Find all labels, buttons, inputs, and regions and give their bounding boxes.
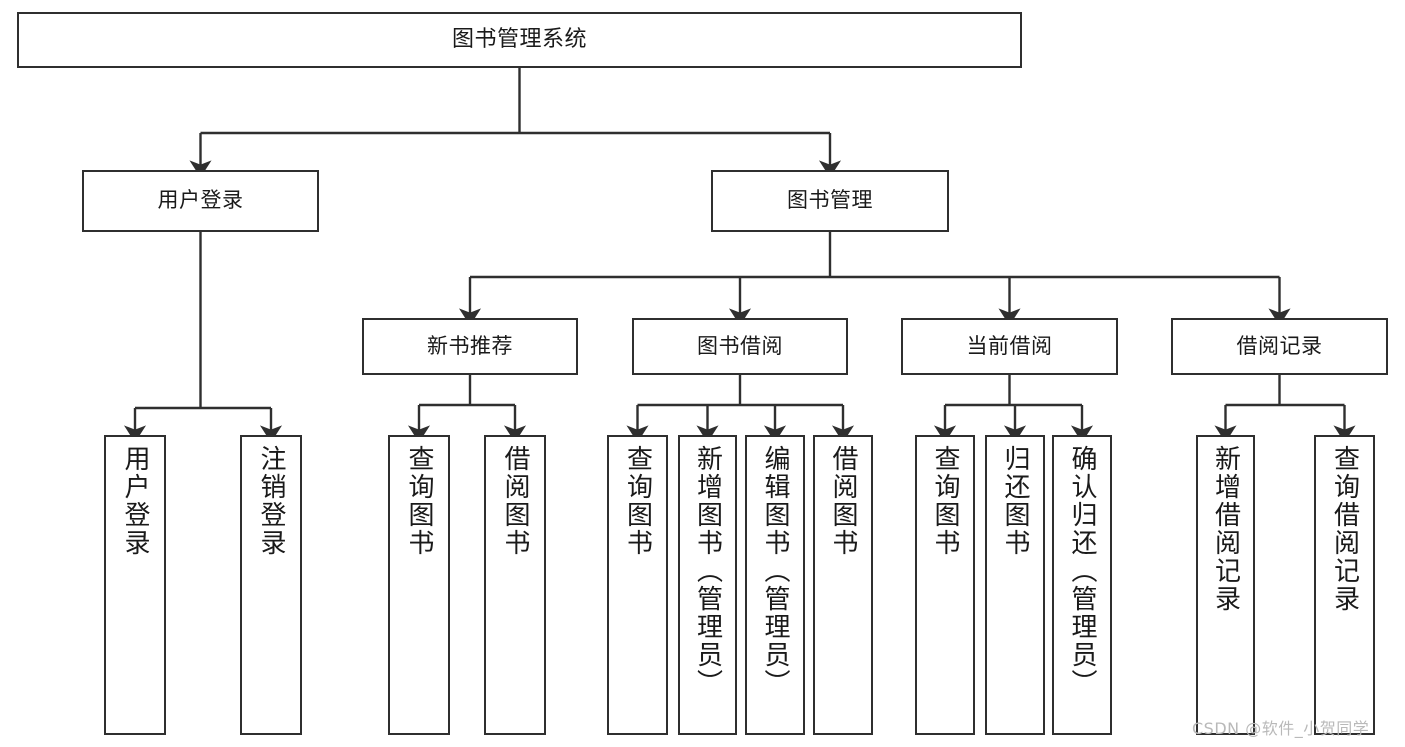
node-label: 当前借阅 (966, 333, 1053, 358)
node-user-login[interactable]: 用户登录 (82, 170, 319, 232)
node-label: 图书管理 (787, 188, 873, 213)
node-label: 注销登录 (256, 445, 287, 557)
node-label: 编辑图书（管理员） (760, 445, 791, 697)
node-label: 新书推荐 (427, 333, 513, 358)
node-leaf-confirm-ret[interactable]: 确认归还（管理员） (1052, 435, 1112, 735)
node-leaf-borrow-book-1[interactable]: 借阅图书 (484, 435, 546, 735)
node-leaf-return-book[interactable]: 归还图书 (985, 435, 1045, 735)
edge-group (123, 68, 1356, 443)
node-label: 查询图书 (404, 445, 435, 557)
node-label: 借阅记录 (1236, 333, 1323, 358)
node-label: 查询图书 (622, 445, 653, 557)
node-label: 用户登录 (120, 445, 151, 557)
node-label: 查询图书 (930, 445, 961, 557)
node-label: 新增图书（管理员） (692, 445, 723, 697)
node-label: 确认归还（管理员） (1067, 445, 1098, 697)
node-borrow-record[interactable]: 借阅记录 (1171, 318, 1388, 375)
node-book-borrow[interactable]: 图书借阅 (632, 318, 848, 375)
node-leaf-user-login[interactable]: 用户登录 (104, 435, 166, 735)
node-label: 归还图书 (1000, 445, 1031, 557)
node-label: 查询借阅记录 (1329, 445, 1360, 613)
node-leaf-user-logout[interactable]: 注销登录 (240, 435, 302, 735)
node-label: 图书管理系统 (451, 26, 587, 52)
node-label: 借阅图书 (828, 445, 859, 557)
node-leaf-edit-book[interactable]: 编辑图书（管理员） (745, 435, 805, 735)
node-label: 借阅图书 (500, 445, 531, 557)
node-leaf-query-book-3[interactable]: 查询图书 (915, 435, 975, 735)
node-leaf-add-record[interactable]: 新增借阅记录 (1196, 435, 1255, 735)
node-leaf-add-book[interactable]: 新增图书（管理员） (678, 435, 737, 735)
node-current-borrow[interactable]: 当前借阅 (901, 318, 1118, 375)
node-leaf-query-book-2[interactable]: 查询图书 (607, 435, 668, 735)
node-book-manage[interactable]: 图书管理 (711, 170, 949, 232)
node-label: 用户登录 (157, 188, 244, 213)
node-leaf-borrow-book-2[interactable]: 借阅图书 (813, 435, 873, 735)
node-label: 新增借阅记录 (1210, 445, 1241, 613)
node-leaf-query-record[interactable]: 查询借阅记录 (1314, 435, 1375, 735)
node-root[interactable]: 图书管理系统 (17, 12, 1022, 68)
node-leaf-query-book-1[interactable]: 查询图书 (388, 435, 450, 735)
node-new-book-rec[interactable]: 新书推荐 (362, 318, 578, 375)
node-label: 图书借阅 (697, 333, 783, 358)
